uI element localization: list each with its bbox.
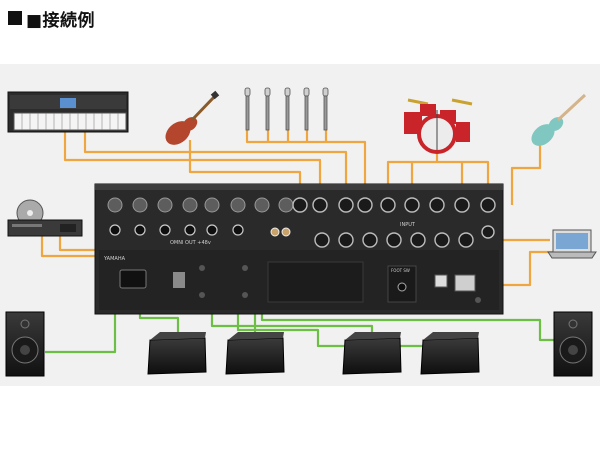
usb-port xyxy=(434,274,448,288)
rca-jacks xyxy=(270,227,291,237)
electric-guitar-icon xyxy=(531,93,587,146)
page-title-row: ■接続例 xyxy=(8,6,96,31)
power-inlet xyxy=(119,269,147,289)
monitor-1-icon xyxy=(147,332,207,375)
bass-guitar-icon xyxy=(165,90,220,145)
monitor-3-icon xyxy=(342,332,402,375)
mixer-brand: YAMAHA xyxy=(103,256,126,262)
center-panel xyxy=(267,261,364,303)
input-jacks-top xyxy=(292,197,496,213)
laptop-icon xyxy=(547,229,597,259)
input-jacks-lower xyxy=(314,225,495,248)
cable-keyboard-1 xyxy=(63,132,322,205)
output-phone-jacks xyxy=(109,224,244,236)
speaker-right-icon xyxy=(553,311,593,377)
cable-keyboard-2 xyxy=(83,132,348,205)
footsw-label: FOOT SW xyxy=(391,268,410,273)
page-title: ■接続例 xyxy=(26,10,96,31)
drum-kit-icon xyxy=(404,98,473,154)
keyboard-synth-icon xyxy=(7,91,129,133)
monitor-4-icon xyxy=(420,332,480,375)
speaker-left-icon xyxy=(5,311,45,377)
microphones-icon xyxy=(244,87,329,131)
mixer-unit: YAMAHA OMNI OUT +48v INPUT FOOT SW xyxy=(94,183,504,315)
cable-guitar-right xyxy=(510,145,542,205)
monitor-2-icon xyxy=(225,332,285,375)
omni-out-label: OMNI OUT +48v xyxy=(170,240,211,246)
title-square-icon xyxy=(8,11,22,25)
output-jacks xyxy=(107,197,294,213)
network-port xyxy=(454,274,476,292)
input-label: INPUT xyxy=(400,222,416,228)
cd-player-icon xyxy=(7,199,83,237)
power-switch xyxy=(173,272,185,288)
